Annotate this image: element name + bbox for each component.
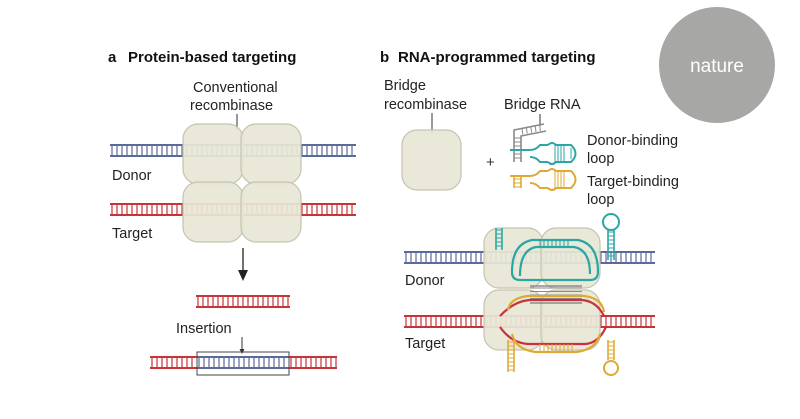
target-binding-loop-label-line2: loop xyxy=(587,192,614,208)
bridge-recombinase-subunit xyxy=(540,289,601,351)
plus-sign: + xyxy=(486,154,495,171)
recombinase-subunit xyxy=(182,181,244,243)
panel-b-target-label: Target xyxy=(405,336,445,352)
down-arrow-head xyxy=(238,270,248,281)
excised-dna-fragment xyxy=(196,295,290,308)
panel-a: a Protein-based targeting Conventional r… xyxy=(108,49,356,376)
insertion-label: Insertion xyxy=(176,321,232,337)
bridge-recombinase-subunit xyxy=(401,129,462,191)
bridge-rna xyxy=(510,123,577,191)
donor-binding-loop-label-line2: loop xyxy=(587,151,614,167)
target-binding-loop-structure xyxy=(510,168,577,191)
nature-badge: nature xyxy=(659,7,775,123)
donor-binding-loop-label-line1: Donor-binding xyxy=(587,133,678,149)
panel-a-letter: a xyxy=(108,49,117,66)
nature-badge-text: nature xyxy=(690,56,744,77)
bridge-rna-core-stem xyxy=(513,123,547,162)
bridge-rna-in-complex xyxy=(495,213,620,376)
panel-a-target-label: Target xyxy=(112,226,152,242)
conventional-recombinase-label-line2: recombinase xyxy=(190,98,273,114)
panel-a-donor-label: Donor xyxy=(112,168,152,184)
panel-b-title: RNA-programmed targeting xyxy=(398,49,596,66)
panel-b-letter: b xyxy=(380,49,389,66)
bridge-recombinase-monomer xyxy=(401,129,462,191)
target-binding-loop-label-line1: Target-binding xyxy=(587,174,679,190)
insertion-result-dna xyxy=(150,356,337,369)
panel-b: b RNA-programmed targeting Bridge recomb… xyxy=(380,49,679,376)
panel-b-donor-label: Donor xyxy=(405,273,445,289)
recombinase-subunit xyxy=(182,123,244,185)
insertion-highlight-box xyxy=(196,351,290,376)
panel-a-title: Protein-based targeting xyxy=(128,49,296,66)
bridge-rna-label: Bridge RNA xyxy=(504,97,581,113)
bridge-recombinase-label-line1: Bridge xyxy=(384,78,426,94)
conventional-recombinase-label-line1: Conventional xyxy=(193,80,278,96)
recombinase-subunit xyxy=(240,181,302,243)
recombinase-subunit xyxy=(240,123,302,185)
nature-badge-circle xyxy=(659,7,775,123)
bridge-recombinase-label-line2: recombinase xyxy=(384,97,467,113)
conventional-recombinase-tetramer xyxy=(182,123,302,243)
donor-binding-loop-structure xyxy=(510,142,577,165)
